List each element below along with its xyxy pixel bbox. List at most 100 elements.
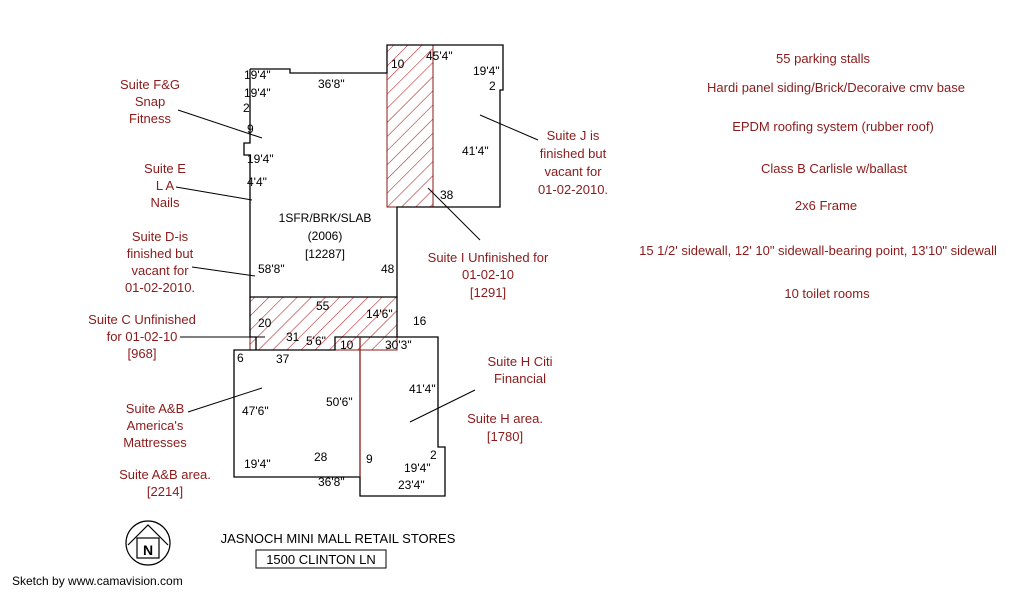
svg-text:01-02-2010.: 01-02-2010. <box>125 280 195 295</box>
dim-label: 36'8" <box>318 77 345 91</box>
leader-fg <box>177 109 263 139</box>
house-n-icon: N <box>125 520 171 566</box>
svg-text:Nails: Nails <box>151 195 180 210</box>
svg-text:Suite J is: Suite J is <box>547 128 600 143</box>
dim-label: 30'3" <box>385 338 412 352</box>
note-item: Class B Carlisle w/ballast <box>761 161 907 176</box>
leader-j <box>479 114 539 141</box>
dim-label: 14'6" <box>366 307 393 321</box>
dim-label: 2 <box>243 101 250 115</box>
dim-label: 37 <box>276 352 290 366</box>
svg-text:America's: America's <box>127 418 184 433</box>
dim-label: 47'6" <box>242 404 269 418</box>
building-line3: [12287] <box>305 247 345 261</box>
svg-text:[2214]: [2214] <box>147 484 183 499</box>
dim-label: 28 <box>314 450 328 464</box>
dim-label: 41'4" <box>462 144 489 158</box>
suite-i-label: Suite I Unfinished for 01-02-10 [1291] <box>428 250 549 300</box>
leader-i <box>427 187 481 241</box>
dim-label: 4'4" <box>247 175 267 189</box>
dim-label: 16 <box>413 314 427 328</box>
dim-label: 41'4" <box>409 382 436 396</box>
dim-label: 10 <box>391 57 405 71</box>
notes-list: 55 parking stalls Hardi panel siding/Bri… <box>639 51 997 301</box>
dim-label: 19'4" <box>244 457 271 471</box>
sketch-address: 1500 CLINTON LN <box>266 552 376 567</box>
dim-label: 20 <box>258 316 272 330</box>
dim-label: 9 <box>366 452 373 466</box>
svg-text:finished but: finished but <box>540 146 607 161</box>
svg-text:Suite A&B: Suite A&B <box>126 401 185 416</box>
svg-text:finished but: finished but <box>127 246 194 261</box>
note-item: EPDM roofing system (rubber roof) <box>732 119 934 134</box>
svg-text:[968]: [968] <box>128 346 157 361</box>
suite-i-hatch <box>386 44 434 208</box>
dim-label: 50'6" <box>326 395 353 409</box>
suite-c-hatch <box>249 296 398 351</box>
dim-label: 2 <box>430 448 437 462</box>
sketch-title: JASNOCH MINI MALL RETAIL STORES <box>221 531 456 546</box>
svg-text:01-02-2010.: 01-02-2010. <box>538 182 608 197</box>
svg-text:Suite I Unfinished for: Suite I Unfinished for <box>428 250 549 265</box>
suite-ab-label: Suite A&B America's Mattresses <box>123 401 187 450</box>
building-line2: (2006) <box>308 229 343 243</box>
note-item: Hardi panel siding/Brick/Decoraive cmv b… <box>707 80 965 95</box>
dim-label: 45'4" <box>426 49 453 63</box>
suite-j-label: Suite J is finished but vacant for 01-02… <box>538 128 608 197</box>
svg-text:Mattresses: Mattresses <box>123 435 187 450</box>
suite-e-label: Suite E L A Nails <box>144 161 186 210</box>
svg-text:vacant for: vacant for <box>544 164 602 179</box>
note-item: 15 1/2' sidewall, 12' 10" sidewall-beari… <box>639 243 997 258</box>
suite-ab-area-label: Suite A&B area. [2214] <box>119 467 211 499</box>
address-box <box>255 549 387 569</box>
leader-e <box>175 186 253 201</box>
svg-text:Fitness: Fitness <box>129 111 171 126</box>
dim-label: 19'4" <box>247 152 274 166</box>
dim-label: 38 <box>440 188 454 202</box>
dim-label: 19'4" <box>404 461 431 475</box>
lower-building-outline <box>233 336 446 497</box>
svg-text:L A: L A <box>156 178 175 193</box>
dim-label: 55 <box>316 299 330 313</box>
suite-d-label: Suite D-is finished but vacant for 01-02… <box>125 229 195 295</box>
dim-label: 19'4" <box>473 64 500 78</box>
svg-text:[1780]: [1780] <box>487 429 523 444</box>
leader-d <box>191 266 256 277</box>
dim-label: 19'4" <box>244 68 271 82</box>
suite-h-label: Suite H Citi Financial <box>487 354 552 386</box>
sketch-credit: Sketch by www.camavision.com <box>12 574 183 588</box>
leader-ab <box>187 387 263 413</box>
svg-text:Suite H Citi: Suite H Citi <box>487 354 552 369</box>
svg-text:vacant for: vacant for <box>131 263 189 278</box>
svg-text:Suite F&G: Suite F&G <box>120 77 180 92</box>
dim-label: 23'4" <box>398 478 425 492</box>
svg-text:Snap: Snap <box>135 94 165 109</box>
suite-h-area-label: Suite H area. [1780] <box>467 411 543 444</box>
dim-label: 2 <box>489 79 496 93</box>
svg-text:N: N <box>143 542 153 558</box>
building-line1: 1SFR/BRK/SLAB <box>279 211 372 225</box>
suite-c-divider <box>256 297 398 351</box>
dim-label: 31 <box>286 330 300 344</box>
dim-label: 6 <box>237 351 244 365</box>
dim-label: 36'8" <box>318 475 345 489</box>
svg-text:Suite A&B area.: Suite A&B area. <box>119 467 211 482</box>
note-item: 55 parking stalls <box>776 51 870 66</box>
svg-text:01-02-10: 01-02-10 <box>462 267 514 282</box>
svg-text:[1291]: [1291] <box>470 285 506 300</box>
note-item: 2x6 Frame <box>795 198 857 213</box>
svg-text:Suite D-is: Suite D-is <box>132 229 189 244</box>
note-item: 10 toilet rooms <box>784 286 870 301</box>
dim-label: 48 <box>381 262 395 276</box>
dim-label: 9 <box>247 122 254 136</box>
leader-h <box>409 389 476 423</box>
dim-label: 58'8" <box>258 262 285 276</box>
building-outline-upper <box>243 44 504 298</box>
svg-text:Suite C Unfinished: Suite C Unfinished <box>88 312 196 327</box>
suite-c-label: Suite C Unfinished for 01-02-10 [968] <box>88 312 196 361</box>
svg-text:Financial: Financial <box>494 371 546 386</box>
svg-text:for 01-02-10: for 01-02-10 <box>107 329 178 344</box>
dim-label: 10 <box>340 338 354 352</box>
